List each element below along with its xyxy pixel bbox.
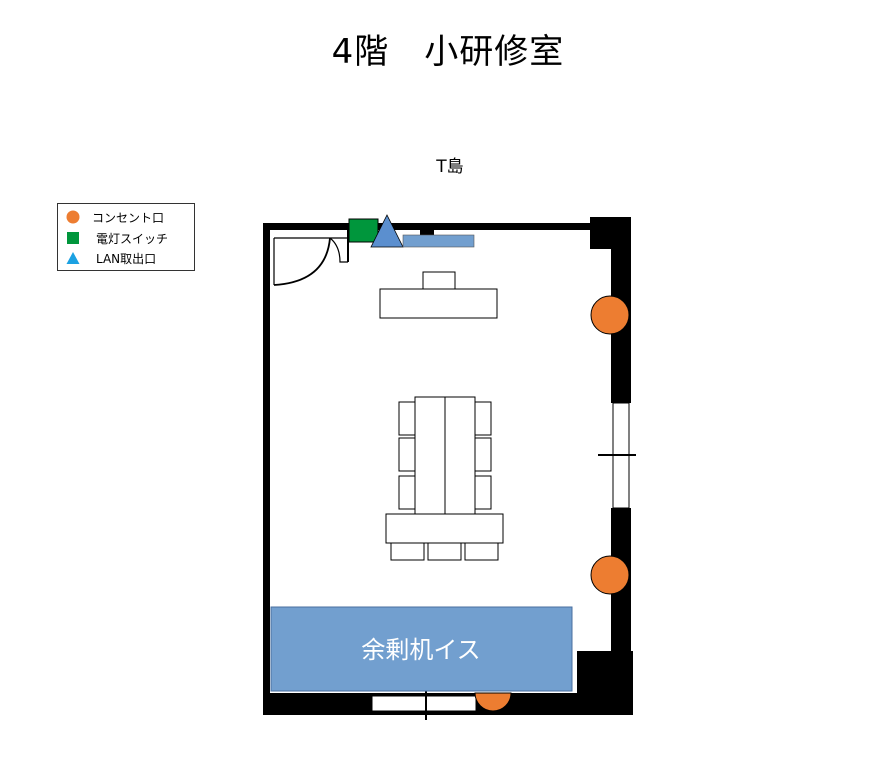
spare-furniture-area xyxy=(270,606,573,692)
legend: コンセント口 電灯スイッチ LAN取出口 xyxy=(57,203,195,271)
legend-label-switch: 電灯スイッチ xyxy=(96,231,169,246)
table xyxy=(385,513,504,544)
legend-item-outlet: コンセント口 xyxy=(58,207,196,227)
chair xyxy=(398,401,416,436)
chair xyxy=(398,475,416,510)
top-direction-label: T島 xyxy=(436,157,464,177)
outlet-south-icon xyxy=(474,692,512,712)
instructor-desk xyxy=(379,288,498,319)
table xyxy=(414,396,446,516)
chair xyxy=(474,437,492,472)
outlet-east-upper-icon xyxy=(590,295,630,335)
west-wall xyxy=(263,223,270,715)
south-east-pillar xyxy=(577,651,633,715)
instructor-chair xyxy=(422,271,456,291)
switch-legend-icon xyxy=(67,232,79,244)
legend-item-lan: LAN取出口 xyxy=(58,248,196,268)
chair xyxy=(390,542,425,561)
chair xyxy=(474,475,492,510)
table xyxy=(444,396,476,516)
north-east-pillar xyxy=(590,217,631,249)
outlet-east-lower-icon xyxy=(590,555,630,595)
page-title: 4階 小研修室 xyxy=(331,32,565,72)
wall-shelf xyxy=(402,234,475,248)
legend-label-outlet: コンセント口 xyxy=(92,210,165,225)
outlet-legend-icon xyxy=(66,210,80,224)
chair xyxy=(474,401,492,436)
chair xyxy=(427,542,462,561)
door-hinge xyxy=(329,237,348,263)
lan-legend-icon xyxy=(66,252,80,264)
north-wall-fixture xyxy=(420,225,434,235)
door-opening xyxy=(270,230,350,235)
north-wall xyxy=(263,223,613,230)
meeting-table-group xyxy=(385,396,504,561)
spare-furniture-label: 余剰机イス xyxy=(361,636,480,664)
chair xyxy=(398,437,416,472)
chair xyxy=(464,542,499,561)
light-switch-icon xyxy=(348,218,379,243)
legend-item-switch: 電灯スイッチ xyxy=(58,228,196,248)
door-swing xyxy=(273,237,331,286)
lan-outlet-icon xyxy=(370,214,404,248)
south-window xyxy=(371,695,477,712)
legend-label-lan: LAN取出口 xyxy=(96,251,157,266)
